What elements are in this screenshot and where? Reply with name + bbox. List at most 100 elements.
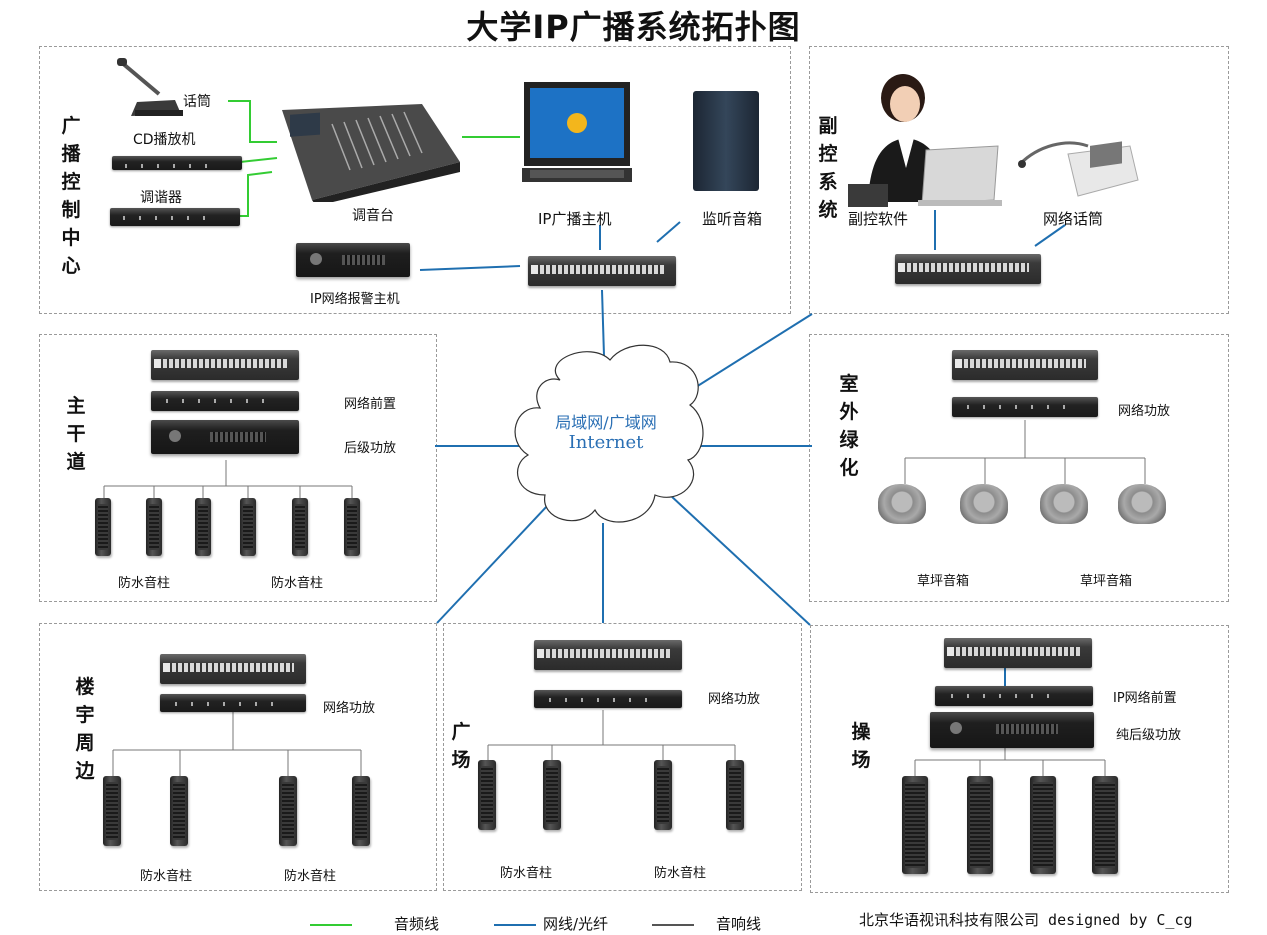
mixer-label: 调音台 [352,208,394,224]
main-road-speaker [292,498,308,556]
core-switch [528,256,676,286]
playground-label: 操场 [851,721,871,771]
alarm-host [296,243,410,277]
playground-speaker [1092,776,1118,874]
outdoor-amp [952,397,1098,417]
main-road-speaker-label-1: 防水音柱 [118,576,171,591]
cd-audio-line [239,157,278,163]
building-amp [160,694,306,712]
cloud-shape [514,344,704,523]
square-switch [534,640,682,670]
mixer [272,102,462,206]
internet-label: Internet [568,432,644,453]
main-road-speaker-label-2: 防水音柱 [271,576,324,591]
computer-host-icon [522,82,632,182]
legend-audio-swatch [310,924,352,926]
main-road-amp [151,420,299,454]
square-label: 广场 [451,721,471,771]
building-speaker-label-1: 防水音柱 [140,869,193,884]
legend-audio-label: 音频线 [394,915,440,933]
square-box [443,623,802,891]
lawn-speaker [960,484,1008,524]
mixer-icon [282,104,460,206]
building-speaker [279,776,297,846]
alarm-switch-line [419,265,521,271]
playground-speaker [1030,776,1056,874]
microphone [115,58,185,118]
speaker-lines [103,420,1146,776]
tuner-device [110,208,240,226]
monitor-switch-line [656,221,681,243]
building-box [39,623,437,891]
main-road-speaker [146,498,162,556]
playground-switch [944,638,1092,668]
network-lines [419,210,1066,686]
lawn-speaker [1118,484,1166,524]
square-speaker [726,760,744,830]
netmic-switch-line [1034,224,1066,247]
tuner-audio-line [240,171,273,217]
main-road-amp-label: 后级功放 [344,441,397,456]
square-speaker [478,760,496,830]
outdoor-speaker-label-1: 草坪音箱 [917,574,970,589]
outdoor-label: 室外绿化 [839,373,859,479]
alarm-label: IP网络报警主机 [310,292,400,307]
square-amp-label: 网络功放 [708,692,761,707]
main-road-speaker [95,498,111,556]
building-speaker-label-2: 防水音柱 [284,869,337,884]
sub-software-label: 副控软件 [848,210,909,228]
sub-control-label: 副控系统 [818,115,838,221]
building-speaker [103,776,121,846]
playground-box [810,625,1229,893]
square-amp [534,690,682,708]
main-road-speaker [195,498,211,556]
credit-text: 北京华语视讯科技有限公司 designed by C_cg [859,911,1193,929]
cd-label: CD播放机 [133,132,196,148]
control-center-box [39,46,791,314]
tuner-label: 调谐器 [140,190,182,206]
legend-speaker-label: 音响线 [716,915,762,933]
main-road-label: 主干道 [66,395,86,473]
playground-speaker [967,776,993,874]
cloud-label: 局域网/广域网 [555,413,657,432]
playground-pre-label: IP网络前置 [1113,691,1177,706]
mic-audio-line [228,100,277,143]
ip-broadcast-host [520,80,635,188]
lawn-speaker [1040,484,1088,524]
building-label: 楼宇周边 [75,676,95,782]
main-road-pre [151,391,299,411]
outdoor-amp-label: 网络功放 [1118,404,1171,419]
switch-cloud-line [601,289,605,357]
playground-amp-label: 纯后级功放 [1116,728,1182,743]
outdoor-switch [952,350,1098,380]
outdoor-box [809,334,1229,602]
main-road-pre-label: 网络前置 [344,397,397,412]
sub-control-box [809,46,1229,314]
operator-laptop [848,72,1003,207]
legend-speaker-swatch [652,924,694,926]
network-mic-icon [1018,141,1139,197]
main-road-speaker [240,498,256,556]
legend-network-swatch [494,924,536,926]
square-speaker-label-1: 防水音柱 [500,866,553,881]
main-road-speaker [344,498,360,556]
playground-pre [935,686,1093,706]
playground-amp [930,712,1094,748]
host-label: IP广播主机 [538,210,612,228]
network-mic [1018,126,1140,201]
square-speaker [543,760,561,830]
sub-cloud-line [695,313,813,388]
building-speaker [170,776,188,846]
operator-icon [848,74,1002,207]
microphone-icon [117,58,183,116]
square-speaker-label-2: 防水音柱 [654,866,707,881]
legend-network-label: 网线/光纤 [543,915,609,933]
building-switch [160,654,306,684]
monitor-speaker [693,91,759,191]
building-cloud-line [436,504,549,624]
playground-speaker [902,776,928,874]
control-center-label: 广播控制中心 [61,115,81,277]
audio-lines [228,100,520,217]
monitor-label: 监听音箱 [702,210,763,228]
